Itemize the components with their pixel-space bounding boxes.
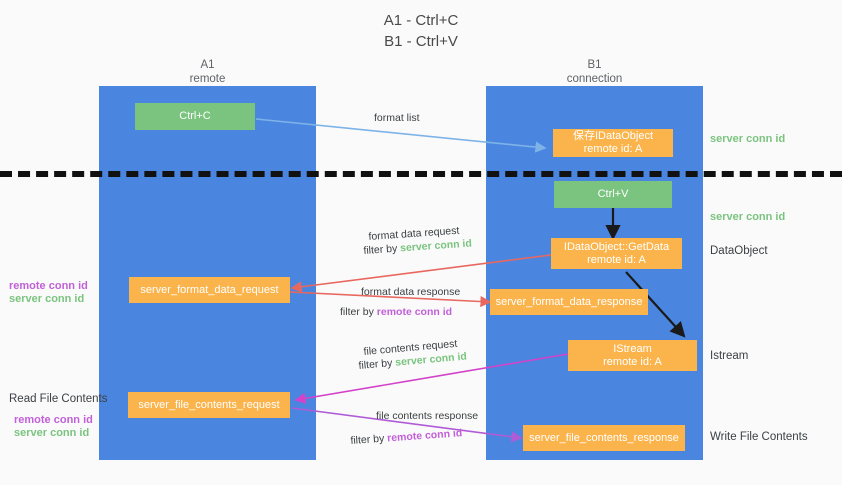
column-header-right-name: B1	[587, 59, 602, 71]
box-save-dataobject-line2: remote id: A	[583, 143, 643, 155]
left-label-read-file-contents: Read File Contents	[9, 393, 108, 405]
right-label-istream: Istream	[710, 350, 749, 362]
box-server-file-contents-response[interactable]: server_file_contents_response	[523, 425, 685, 451]
left-label-remote-conn-id-2: remote conn id	[14, 414, 93, 426]
box-getdata-line1: IDataObject::GetData	[563, 240, 670, 253]
box-istream-line1: IStream	[613, 342, 652, 355]
box-istream[interactable]: IStream remote id: A	[568, 340, 697, 371]
box-server-format-data-request-line1: server_format_data_request	[140, 283, 279, 296]
arrow-label-format-data-response-filter: filter by remote conn id	[340, 305, 452, 319]
filter-prefix: filter by	[340, 306, 377, 318]
right-label-write-file-contents: Write File Contents	[710, 431, 808, 443]
right-label-dataobject: DataObject	[710, 245, 768, 257]
box-save-dataobject[interactable]: 保存IDataObject remote id: A	[553, 129, 673, 157]
filter-value-remote-conn-id: remote conn id	[376, 306, 453, 318]
arrow-label-format-data-response: format data response	[361, 286, 461, 298]
phase-divider	[0, 171, 842, 177]
column-header-right: B1 connection	[486, 58, 703, 86]
column-header-left: A1 remote	[99, 58, 316, 86]
filter-prefix: filter by	[363, 242, 401, 257]
box-save-dataobject-line1: 保存IDataObject	[572, 130, 654, 142]
box-istream-line2: remote id: A	[603, 355, 662, 368]
filter-value-remote-conn-id: remote conn id	[386, 427, 463, 445]
title-line-1: A1 - Ctrl+C	[383, 12, 459, 29]
left-label-remote-conn-id-1: remote conn id	[9, 280, 88, 292]
right-label-server-conn-id-top: server conn id	[710, 133, 786, 145]
column-header-left-sub: remote	[189, 73, 226, 85]
box-server-file-contents-request[interactable]: server_file_contents_request	[128, 392, 290, 418]
box-ctrl-v-line1: Ctrl+V	[597, 188, 629, 200]
box-ctrl-v[interactable]: Ctrl+V	[554, 181, 672, 208]
box-server-file-contents-response-line1: server_file_contents_response	[529, 431, 679, 444]
left-label-server-conn-id-1: server conn id	[9, 293, 85, 305]
arrow-label-format-list: format list	[374, 112, 420, 124]
right-label-server-conn-id-second: server conn id	[710, 211, 786, 223]
diagram-title: A1 - Ctrl+C B1 - Ctrl+V	[0, 10, 842, 52]
box-ctrl-c-line1: Ctrl+C	[179, 110, 211, 122]
box-server-file-contents-request-line1: server_file_contents_request	[138, 398, 280, 411]
arrow-label-file-contents-response: file contents response	[376, 410, 479, 422]
box-ctrl-c[interactable]: Ctrl+C	[135, 103, 255, 130]
column-header-left-name: A1	[200, 59, 215, 71]
filter-value-server-conn-id: server conn id	[399, 237, 473, 255]
left-label-server-conn-id-2: server conn id	[14, 427, 90, 439]
filter-prefix: filter by	[358, 356, 396, 372]
box-getdata-line2: remote id: A	[587, 253, 646, 266]
column-header-right-sub: connection	[566, 73, 623, 85]
box-server-format-data-request[interactable]: server_format_data_request	[129, 277, 290, 303]
arrow-label-file-contents-response-filter: filter by remote conn id	[350, 426, 463, 448]
filter-prefix: filter by	[350, 432, 388, 447]
box-server-format-data-response[interactable]: server_format_data_response	[490, 289, 648, 315]
title-line-2: B1 - Ctrl+V	[384, 33, 458, 50]
box-getdata[interactable]: IDataObject::GetData remote id: A	[551, 238, 682, 269]
box-server-format-data-response-line1: server_format_data_response	[495, 295, 643, 308]
